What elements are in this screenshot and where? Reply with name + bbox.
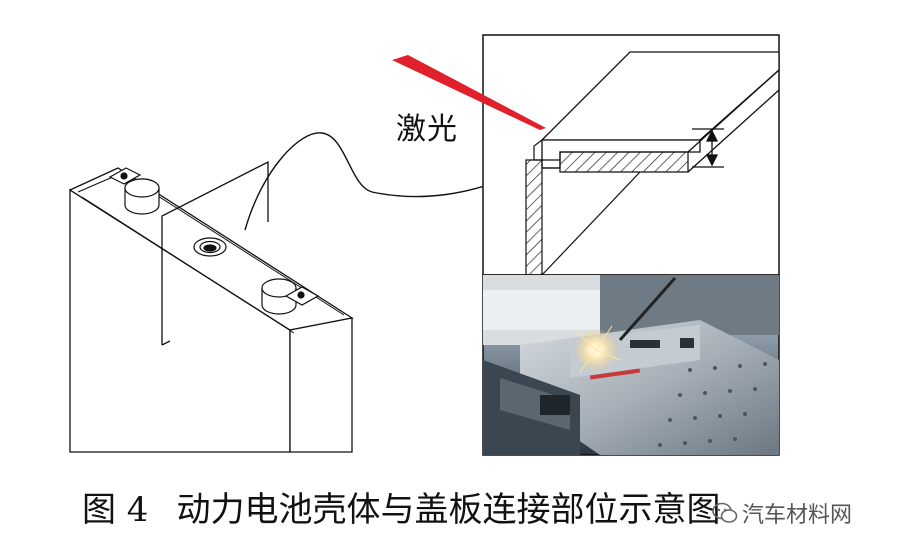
watermark-text: 汽车材料网 <box>742 503 853 528</box>
terminal-left <box>108 167 160 215</box>
figure-number: 图 4 <box>82 490 149 530</box>
laser-beam <box>392 55 546 130</box>
vent-valve <box>193 237 227 257</box>
leader-line <box>244 132 527 231</box>
battery-side-face <box>289 317 353 453</box>
battery-cell <box>68 167 354 453</box>
section-plane <box>161 160 269 346</box>
terminal-right <box>261 278 320 315</box>
housing-wall-section <box>525 159 543 276</box>
thickness-dimension <box>692 128 724 168</box>
wechat-icon <box>712 502 738 523</box>
welding-photo <box>482 274 780 456</box>
laser-label: 激光 <box>396 112 458 147</box>
cover-plate-section <box>559 151 689 173</box>
watermark: 汽车材料网 <box>712 497 852 529</box>
figure-caption: 图 4 动力电池壳体与盖板连接部位示意图 <box>82 482 720 531</box>
weld-detail-box <box>482 34 780 276</box>
caption-text: 动力电池壳体与盖板连接部位示意图 <box>176 490 721 530</box>
